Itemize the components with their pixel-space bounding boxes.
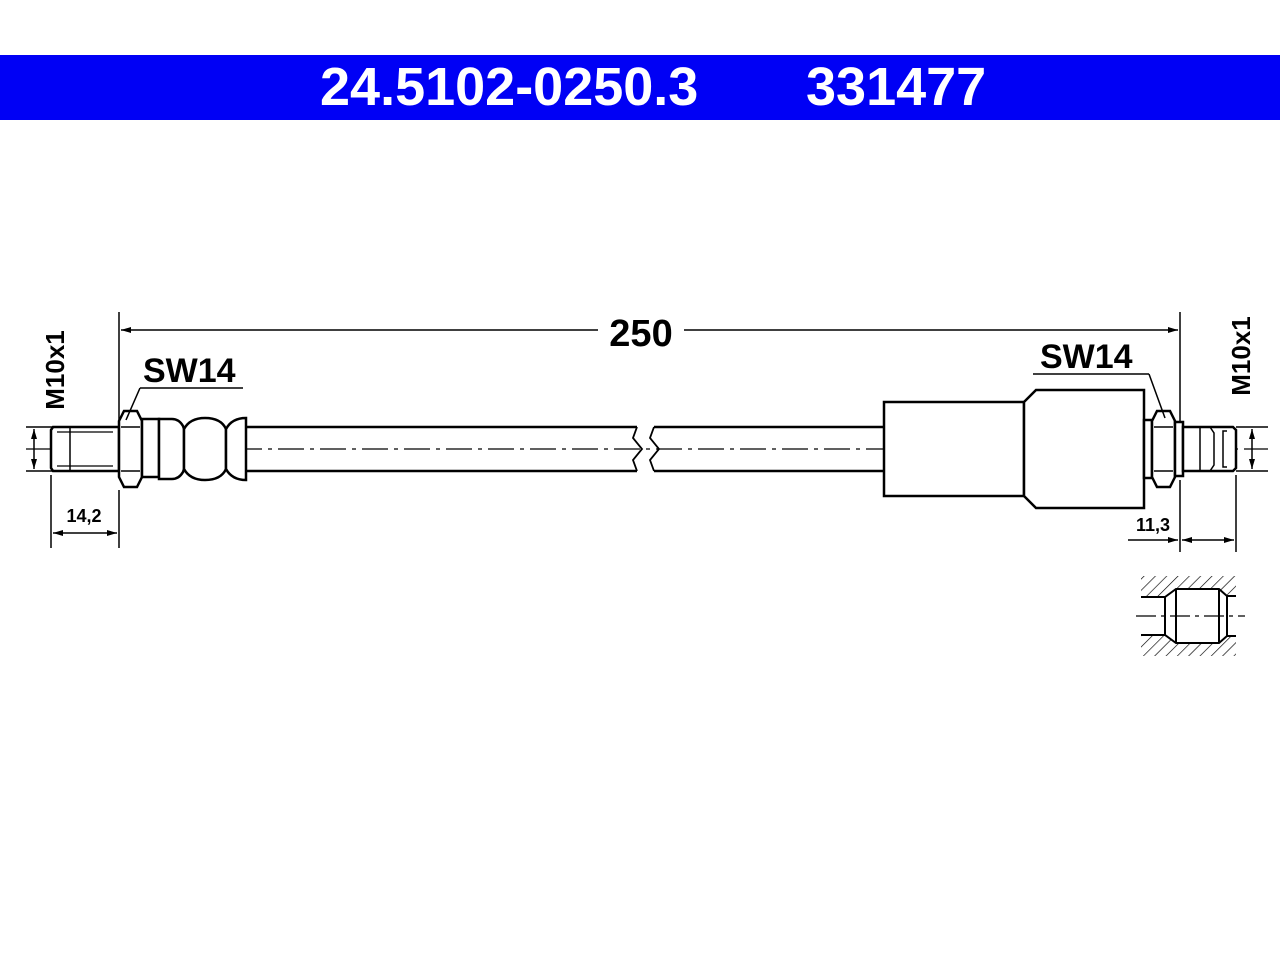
- right-thread-dimension: M10x1: [1226, 316, 1268, 472]
- part-number: 24.5102-0250.3: [320, 57, 699, 117]
- right-wrench-label: SW14: [1040, 338, 1133, 376]
- left-length-label: 14,2: [66, 506, 101, 526]
- left-thread-dimension: M10x1: [26, 330, 70, 472]
- left-fitting: [49, 409, 248, 489]
- left-length-dimension: 14,2: [50, 475, 120, 548]
- right-length-label: 11,3: [1136, 515, 1170, 535]
- length-dimension: 250: [118, 312, 1181, 440]
- left-wrench-callout: SW14: [125, 352, 243, 421]
- crimp-sleeve: [882, 400, 1026, 498]
- left-wrench-label: SW14: [143, 352, 236, 390]
- header-banner: 24.5102-0250.3 331477: [0, 55, 1280, 120]
- reference-number: 331477: [806, 57, 987, 117]
- left-thread-label: M10x1: [40, 330, 70, 410]
- right-thread-label: M10x1: [1226, 316, 1256, 396]
- left-hex-nut: [117, 409, 144, 489]
- right-wrench-callout: SW14: [1033, 338, 1166, 419]
- right-fitting: [882, 388, 1238, 510]
- port-section-detail: [1136, 576, 1245, 656]
- right-hex-nut: [1150, 409, 1177, 489]
- hose-tube: [246, 425, 884, 473]
- right-length-dimension: 11,3: [1128, 475, 1237, 552]
- length-label: 250: [609, 313, 672, 355]
